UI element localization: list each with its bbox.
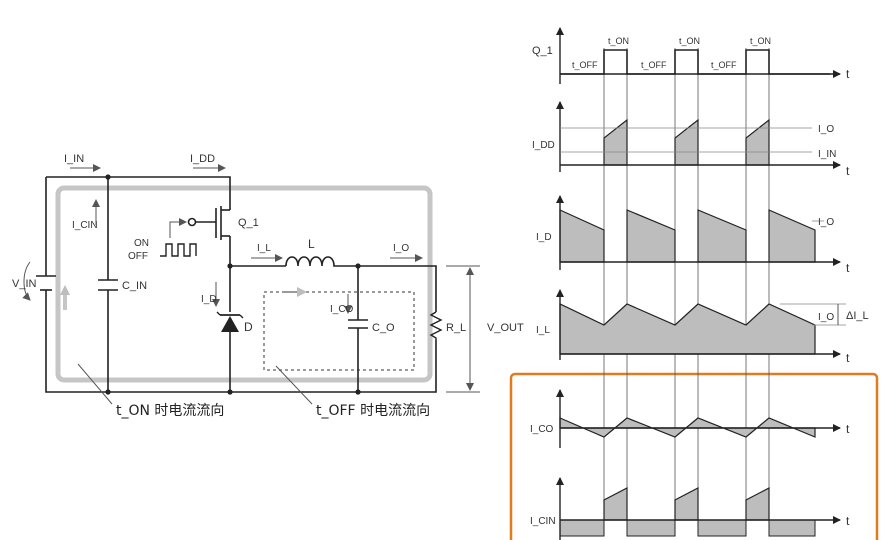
idd-io-ref: I_O: [818, 124, 834, 135]
label-vout: V_OUT: [487, 322, 524, 334]
il-waveform: I_L I_O ΔI_L t: [536, 289, 869, 365]
caption-toff-flow: t_OFF 时电流流向: [316, 403, 430, 419]
label-icin: I_CIN: [72, 220, 98, 231]
id-waveform: I_D I_O t: [536, 195, 850, 275]
inductor-coil: [285, 256, 336, 267]
ico-label: I_CO: [530, 424, 554, 435]
idd-waveform: I_DD I_O I_IN t: [532, 101, 850, 178]
label-co: C_O: [372, 322, 395, 334]
label-idd: I_DD: [190, 153, 215, 165]
icin-t-axis: t: [846, 514, 850, 528]
label-diode: D: [244, 320, 253, 334]
toff-label-2: t_OFF: [641, 60, 667, 70]
circuit-schematic: I_IN I_DD I_CIN V_IN C_IN Q_1 ON OFF I_L…: [12, 153, 524, 419]
idd-t-axis: t: [846, 164, 850, 178]
id-t-axis: t: [846, 261, 850, 275]
ton-label-2: t_ON: [679, 36, 700, 46]
label-ico: I_CO: [330, 304, 354, 315]
id-label: I_D: [536, 232, 552, 243]
q1-t-axis: t: [846, 67, 850, 81]
ton-label-3: t_ON: [750, 36, 771, 46]
label-rl: R_L: [446, 322, 466, 334]
caption-ton-flow: t_ON 时电流流向: [116, 403, 224, 419]
toff-label-3: t_OFF: [711, 60, 737, 70]
label-il: I_L: [257, 243, 271, 254]
toff-label-1: t_OFF: [572, 60, 598, 70]
label-io: I_O: [393, 243, 409, 254]
load-resistor: [429, 311, 443, 340]
label-cin: C_IN: [122, 280, 147, 292]
pwm-signal-icon: [160, 243, 197, 257]
label-on: ON: [134, 238, 149, 249]
il-label: I_L: [536, 325, 550, 336]
co-capacitor: [348, 319, 368, 329]
label-id: I_D: [201, 294, 217, 305]
idd-iin-ref: I_IN: [818, 149, 836, 160]
icin-waveform: I_CIN t: [530, 477, 850, 540]
idd-label: I_DD: [532, 140, 555, 151]
highlight-box: [509, 372, 879, 540]
q1-mosfet: [169, 206, 230, 240]
vin-source: [22, 261, 56, 301]
timing-lines: [603, 48, 770, 536]
cin-capacitor: [98, 279, 118, 291]
circuit-wires: [45, 176, 437, 393]
junction-dots: [105, 174, 361, 395]
label-q1: Q_1: [238, 217, 259, 229]
il-io-ref: I_O: [818, 312, 834, 323]
icin-label: I_CIN: [530, 516, 556, 527]
label-off: OFF: [128, 251, 148, 262]
delta-il-label: ΔI_L: [846, 310, 869, 322]
il-t-axis: t: [846, 351, 850, 365]
caption-pointers: [77, 363, 313, 405]
label-vin: V_IN: [12, 278, 37, 290]
toff-current-path: [263, 291, 415, 371]
id-io-ref: I_O: [818, 217, 834, 228]
q1-waveform: Q_1 t t_ON t_ON t_ON t_OFF t_OFF t_OFF: [532, 27, 850, 84]
diode: [216, 311, 244, 332]
ton-label-1: t_ON: [608, 36, 629, 46]
ico-t-axis: t: [846, 422, 850, 436]
q1-label: Q_1: [532, 45, 553, 57]
ton-current-path: [55, 185, 433, 383]
label-inductor: L: [308, 237, 315, 251]
ico-waveform: I_CO t: [530, 389, 850, 448]
current-arrows: [70, 164, 480, 393]
label-iin: I_IN: [64, 153, 84, 165]
